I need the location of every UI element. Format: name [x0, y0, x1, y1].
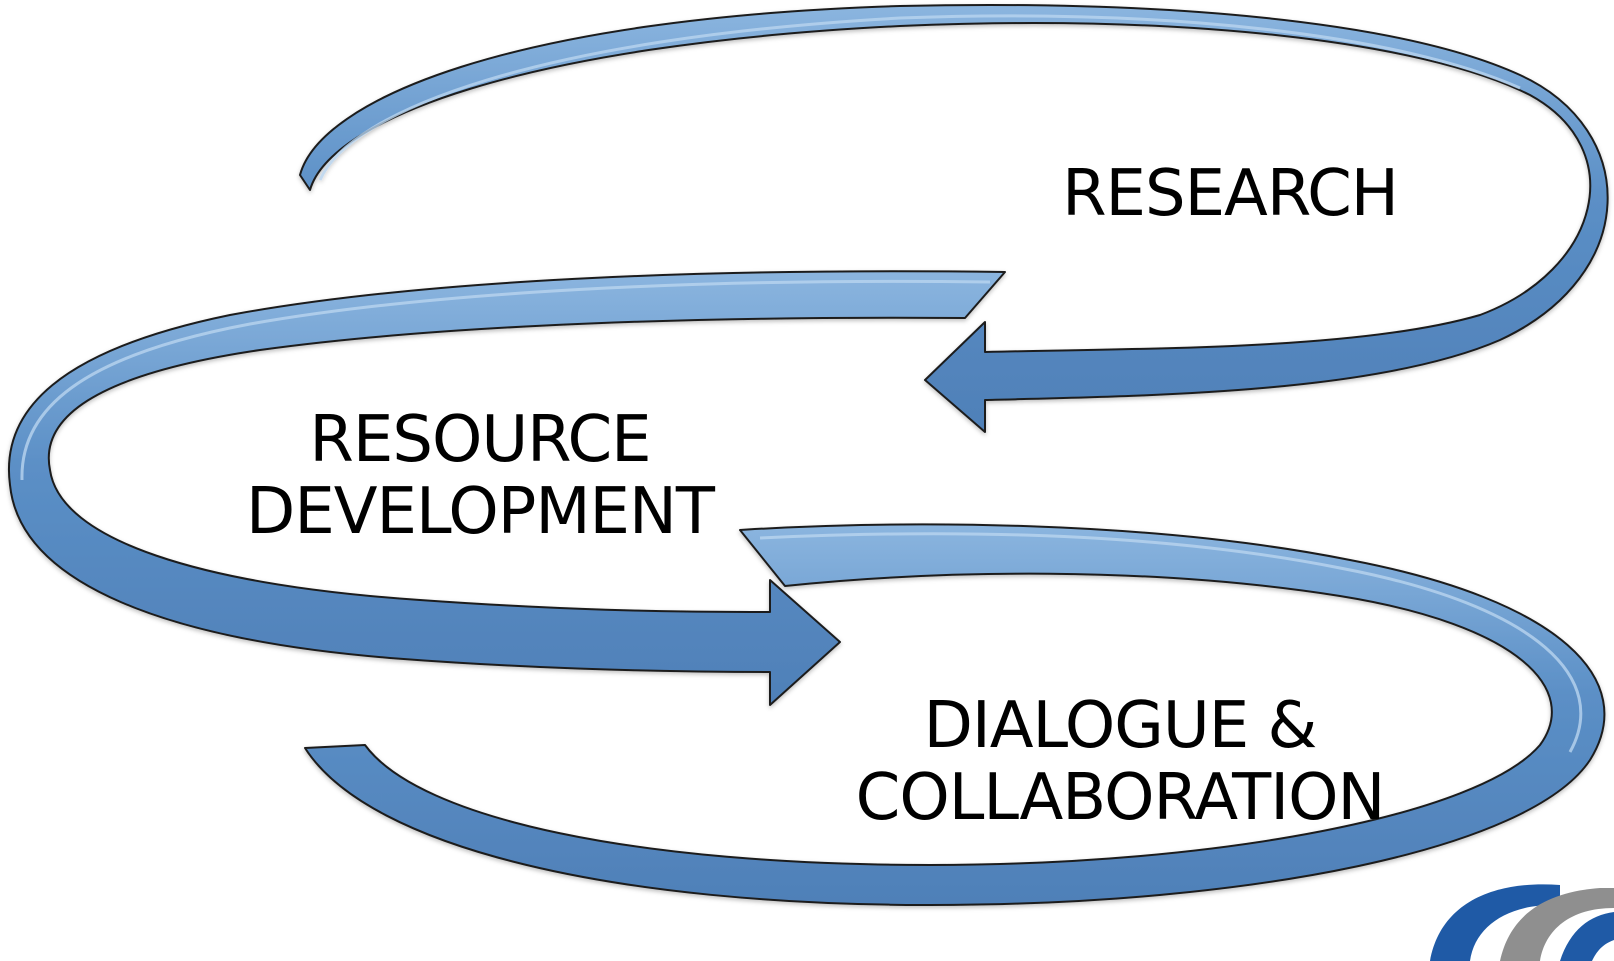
arrow-research-loop	[299, 3, 1609, 433]
node-label-research: RESEARCH	[1050, 162, 1410, 226]
arrow-dialogue-loop	[304, 523, 1606, 906]
node-label-dialogue-line-2: COLLABORATION	[855, 761, 1386, 835]
logo-partial-icon	[1430, 884, 1614, 961]
node-label-research-line-1: RESEARCH	[1062, 157, 1399, 231]
node-label-resource-line-2: DEVELOPMENT	[246, 475, 715, 549]
node-label-resource-development: RESOURCE DEVELOPMENT	[230, 404, 730, 548]
node-label-resource-line-1: RESOURCE	[309, 403, 651, 477]
node-label-dialogue-line-1: DIALOGUE &	[923, 689, 1318, 763]
arrow-resource-loop	[8, 270, 1006, 706]
node-label-dialogue-collaboration: DIALOGUE & COLLABORATION	[820, 690, 1420, 834]
